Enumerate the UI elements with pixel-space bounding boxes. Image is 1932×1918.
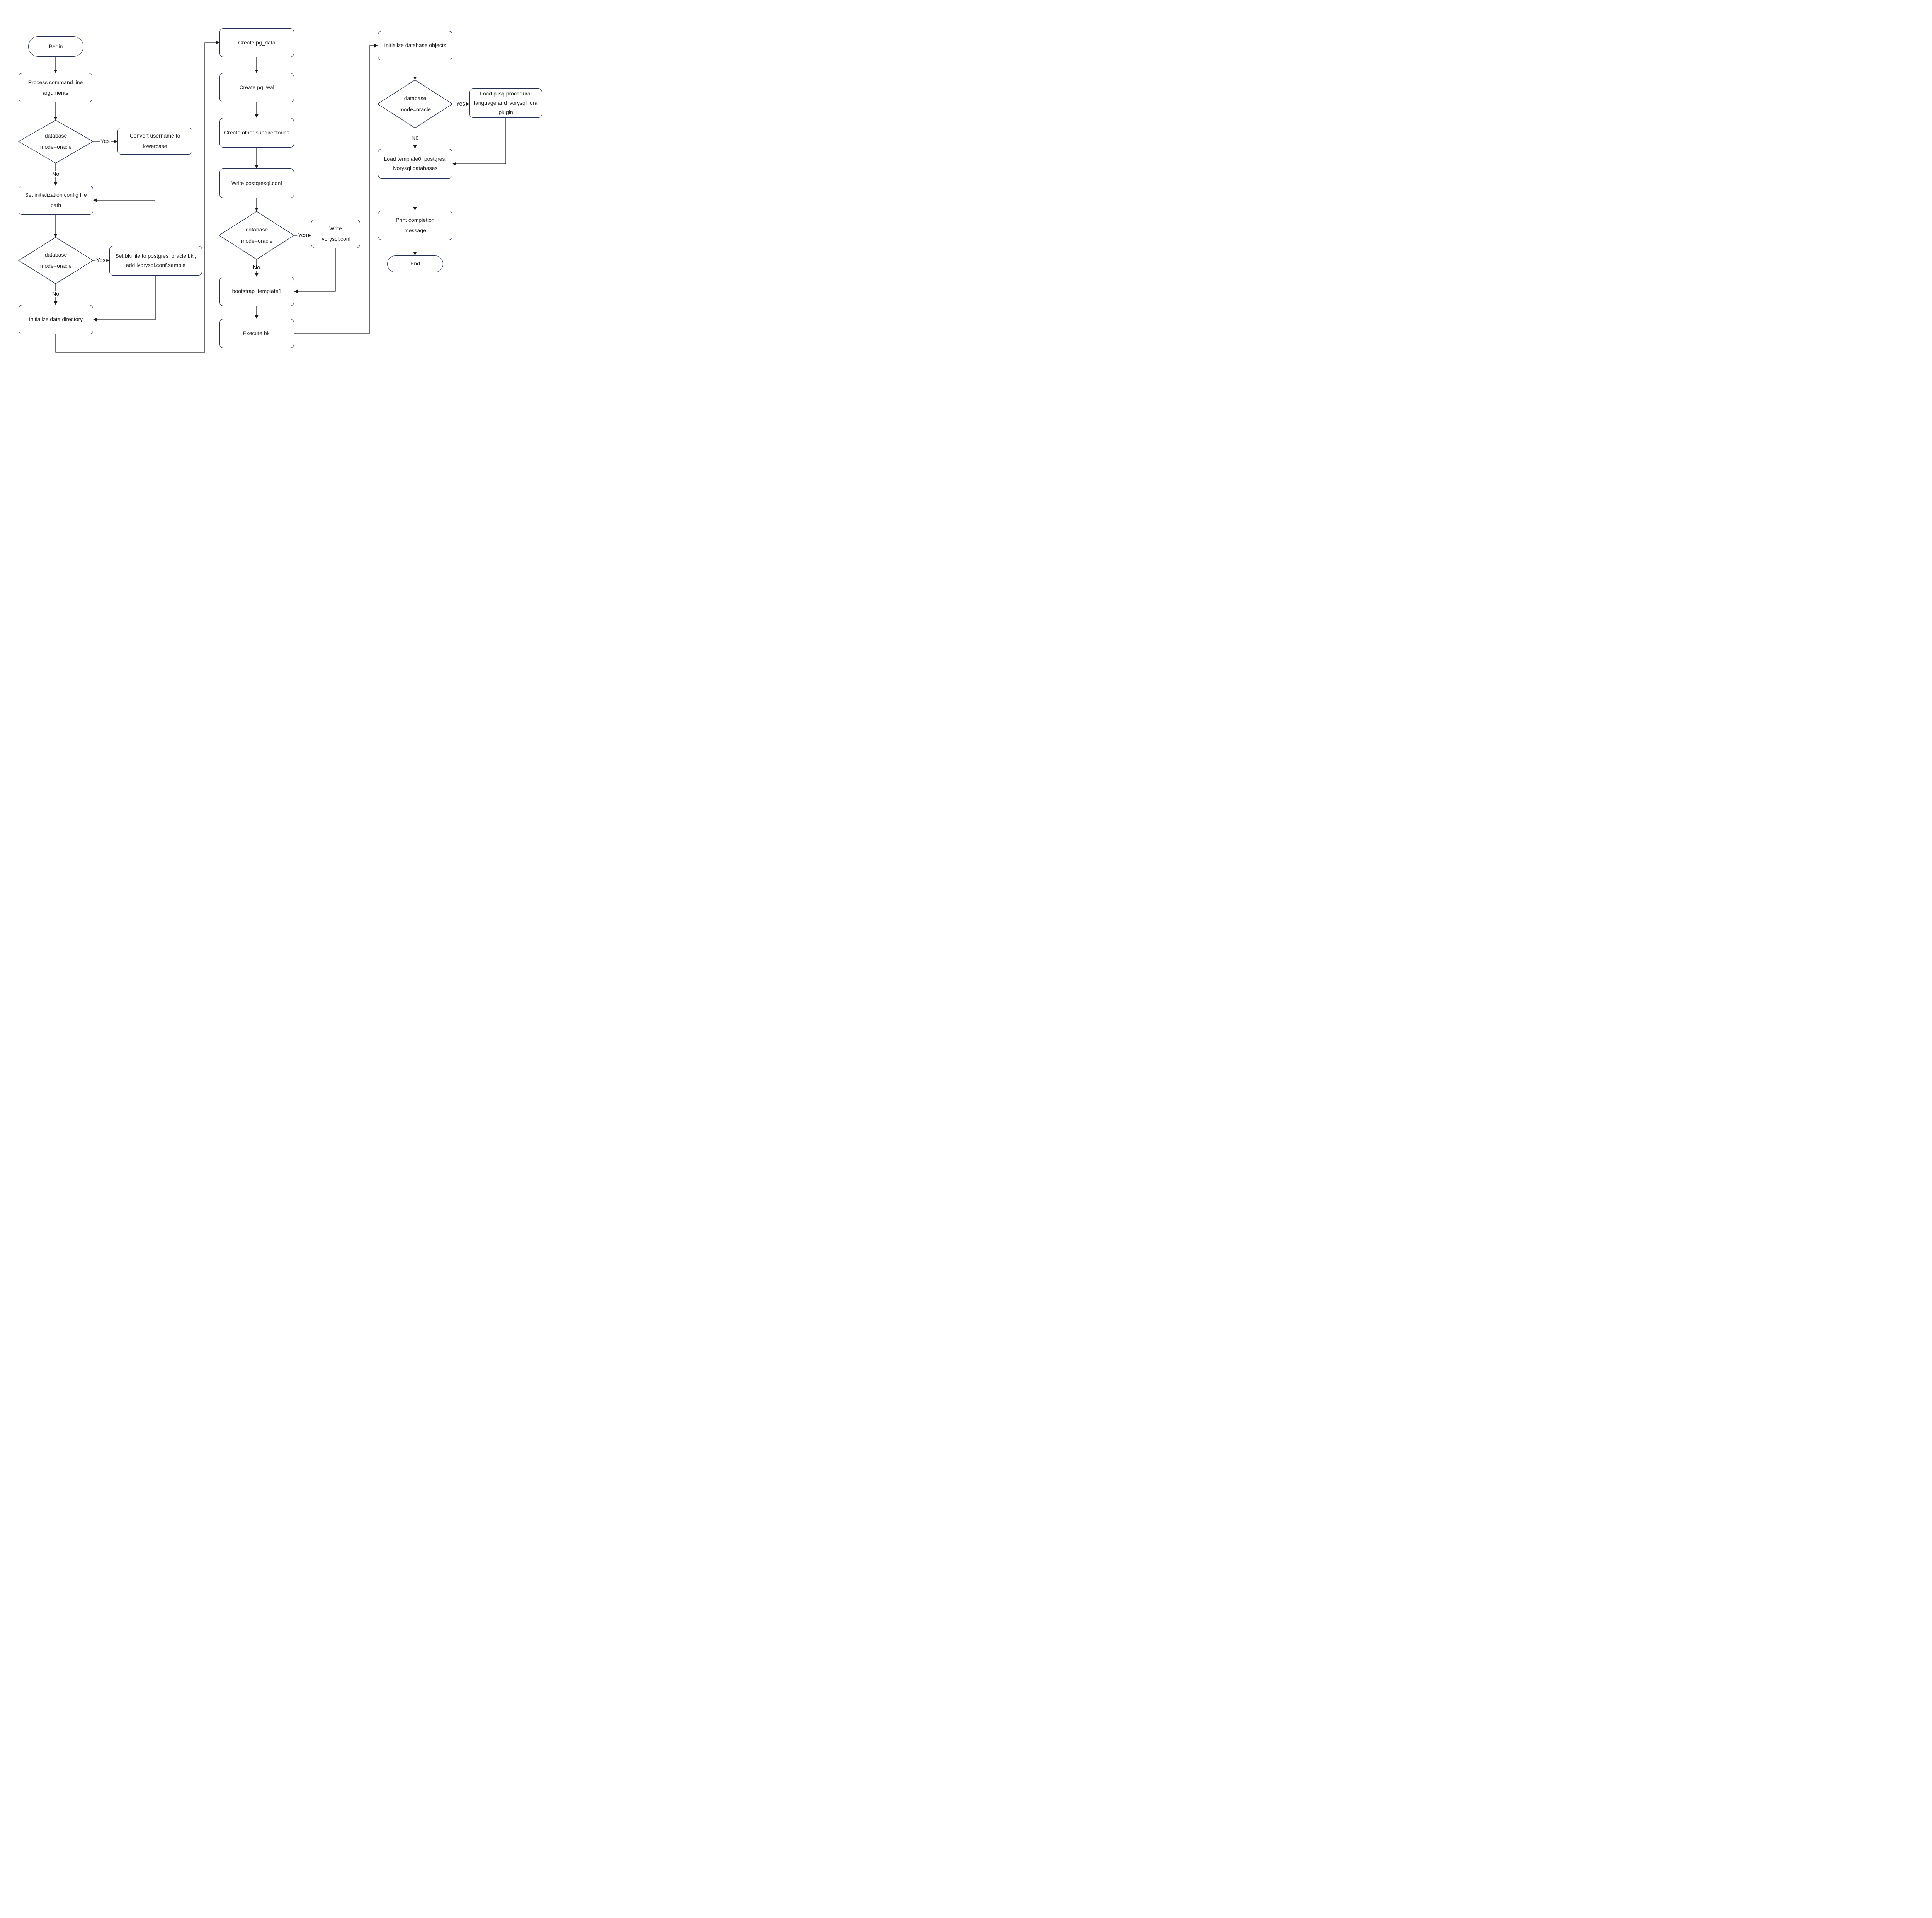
node-init-db-objects: Initialize database objects: [378, 31, 452, 60]
node-process-args-label: Process command line arguments: [28, 79, 83, 96]
node-write-postgresql-conf-label: Write postgresql.conf: [231, 180, 282, 186]
node-set-config-path-label: Set initialization config file path: [25, 191, 87, 208]
node-load-template-dbs-label: Load template0, postgres, ivorysql datab…: [384, 155, 447, 171]
node-set-bki: Set bki file to postgres_oracle.bki, add…: [109, 246, 202, 276]
node-bootstrap-template1-label: bootstrap_template1: [232, 288, 282, 294]
node-begin-label: Begin: [49, 43, 63, 49]
decision1-diamond-shape: [18, 120, 94, 163]
edge-label-decision2-yes: Yes: [95, 257, 106, 264]
node-load-plsql-plugin-label: Load plisq procedural language and ivory…: [474, 90, 538, 115]
node-print-completion: Print completion message: [378, 211, 452, 240]
edge-convert-username-to-set-config-path: [93, 155, 155, 202]
node-write-ivorysql-conf: Write ivorysql.conf: [311, 220, 360, 248]
edge-init-data-dir-to-create-pg-data: [55, 41, 219, 353]
edge-label-decision4-yes: Yes: [455, 101, 466, 107]
decision2-diamond-shape: [18, 237, 94, 284]
edge-label-decision3-no: No: [252, 265, 261, 271]
node-set-config-path: Set initialization config file path: [19, 186, 93, 215]
node-write-postgresql-conf: Write postgresql.conf: [219, 168, 294, 198]
node-convert-username-label: Convert username to lowercase: [129, 132, 180, 149]
node-process-args: Process command line arguments: [19, 73, 92, 102]
edge-label-decision4-no: No: [410, 135, 420, 141]
node-create-pg-data-label: Create pg_data: [238, 39, 276, 46]
node-write-ivorysql-conf-label: Write ivorysql.conf: [320, 225, 351, 242]
node-begin: Begin: [28, 36, 83, 57]
node-execute-bki-label: Execute bki: [243, 330, 271, 337]
edge-label-decision2-no: No: [51, 291, 60, 297]
flowchart-edges-layer: [18, 41, 506, 353]
node-print-completion-label: Print completion message: [396, 216, 435, 233]
node-convert-username: Convert username to lowercase: [117, 128, 192, 155]
node-load-template-dbs: Load template0, postgres, ivorysql datab…: [378, 149, 452, 179]
edge-label-decision1-no: No: [51, 171, 60, 177]
node-set-bki-label: Set bki file to postgres_oracle.bki, add…: [115, 252, 196, 268]
node-decision1-label: database mode=oracle: [40, 133, 72, 150]
node-load-plsql-plugin: Load plisq procedural language and ivory…: [469, 88, 542, 118]
node-create-pg-data: Create pg_data: [219, 28, 294, 57]
edge-label-decision1-yes: Yes: [100, 138, 111, 145]
node-end-label: End: [410, 260, 420, 267]
node-init-db-objects-label: Initialize database objects: [384, 42, 446, 49]
edge-load-plsql-plugin-to-load-template-dbs: [452, 118, 506, 166]
node-create-other-subdirs-label: Create other subdirectories: [224, 129, 289, 136]
node-bootstrap-template1: bootstrap_template1: [219, 277, 294, 306]
node-init-data-dir: Initialize data directory: [19, 305, 93, 334]
node-create-other-subdirs: Create other subdirectories: [219, 118, 294, 148]
node-decision3-label: database mode=oracle: [241, 226, 273, 244]
node-execute-bki: Execute bki: [219, 319, 294, 348]
edge-label-decision3-yes: Yes: [297, 232, 308, 238]
edge-write-ivorysql-conf-to-bootstrap-template1: [294, 248, 336, 293]
node-create-pg-wal-label: Create pg_wal: [239, 84, 274, 91]
node-init-data-dir-label: Initialize data directory: [29, 316, 83, 323]
decision3-diamond-shape: [218, 211, 295, 260]
node-create-pg-wal: Create pg_wal: [219, 73, 294, 102]
edge-set-bki-to-init-data-dir: [93, 276, 156, 322]
node-decision2-label: database mode=oracle: [40, 252, 72, 269]
edge-execute-bki-to-init-db-objects: [294, 44, 378, 334]
flowchart-canvas: Begin Process command line arguments dat…: [0, 0, 543, 384]
node-end: End: [387, 255, 443, 272]
decision4-diamond-shape: [377, 80, 453, 128]
node-decision4-label: database mode=oracle: [399, 95, 431, 112]
